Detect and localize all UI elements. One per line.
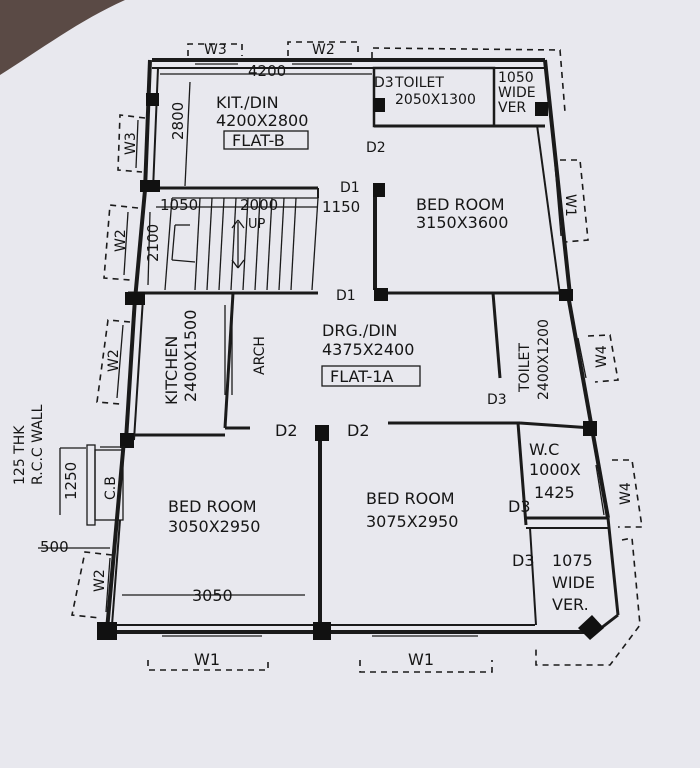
flat-b-box [223,130,309,150]
label-d3-ver: D3 [512,551,535,570]
ver-top-line1: 1050 [498,70,534,86]
label-w4-right-1: W4 [594,345,610,368]
bed-ne-size: 3150X3600 [416,213,508,232]
dim-1150: 1150 [322,198,360,216]
wall-note-line1: 125 THK [12,425,28,485]
ver-bot-line2: WIDE [552,573,595,592]
dim-3050: 3050 [192,586,233,605]
wc-name: W.C [529,440,559,459]
label-d3-toilet-mid: D3 [487,392,507,408]
bed-s-size: 3075X2950 [366,512,458,531]
label-w2-left-3: W2 [92,569,108,592]
label-w1-bot-1: W1 [194,650,220,669]
toilet-top-size: 2050X1300 [395,92,476,108]
label-w1-bot-2: W1 [408,650,434,669]
label-w3-left: W3 [123,132,139,155]
kitchen-name: KITCHEN [162,336,181,405]
toilet-mid-size: 2400X1200 [536,319,552,400]
dim-1050: 1050 [160,196,198,214]
label-d2-right: D2 [347,421,370,440]
toilet-top-name: TOILET [394,75,444,91]
toilet-mid-name: TOILET [517,343,533,393]
dim-1250: 1250 [62,462,80,500]
dim-500: 500 [40,538,69,556]
window-sills [105,63,605,637]
label-w3-top: W3 [204,42,227,58]
dim-2000: 2000 [240,196,278,214]
drg-din-size: 4375X2400 [322,340,414,359]
window-markers [59,41,643,673]
columns [97,93,604,640]
dim-2800: 2800 [169,102,187,140]
paper-shadow [0,0,125,75]
staircase [164,197,319,291]
ver-bot-line3: VER. [552,595,589,614]
dimension-lines [38,73,372,596]
label-w2-left-1: W2 [113,229,129,252]
wc-size-1: 1000X [529,460,581,479]
bed-sw-size: 3050X2950 [168,517,260,536]
flat-1a-label: FLAT-1A [330,367,393,386]
label-w1-right: W1 [562,194,578,217]
dim-4200: 4200 [248,62,286,80]
label-d2-left: D2 [275,421,298,440]
label-d2-top: D2 [366,140,386,156]
bed-s-name: BED ROOM [366,489,455,508]
stair-up-label: UP [248,217,266,232]
kit-din-size: 4200X2800 [216,111,308,130]
bed-sw-name: BED ROOM [168,497,257,516]
ver-bot-line1: 1075 [552,551,593,570]
ver-top-line3: VER [498,100,526,116]
label-d1-upper: D1 [340,180,360,196]
kit-din-name: KIT./DIN [216,93,279,112]
label-w2-top: W2 [312,42,335,58]
label-d3-toilet-top: D3 [374,75,394,91]
drg-din-name: DRG./DIN [322,321,397,340]
kitchen-size: 2400X1500 [181,310,200,402]
flat-1a-box [321,365,421,387]
label-w2-left-2: W2 [106,349,122,372]
label-d1-lower: D1 [336,288,356,304]
ver-top-line2: WIDE [498,85,536,101]
wall-note-line2: R.C.C WALL [30,404,46,485]
dim-2100: 2100 [144,224,162,262]
label-d3-wc: D3 [508,497,531,516]
cb-label: C.B [103,476,119,500]
label-w4-right-2: W4 [618,482,634,505]
bed-ne-name: BED ROOM [416,195,505,214]
flat-b-label: FLAT-B [232,131,285,150]
arch-label: ARCH [252,336,268,375]
wc-size-2: 1425 [534,483,575,502]
